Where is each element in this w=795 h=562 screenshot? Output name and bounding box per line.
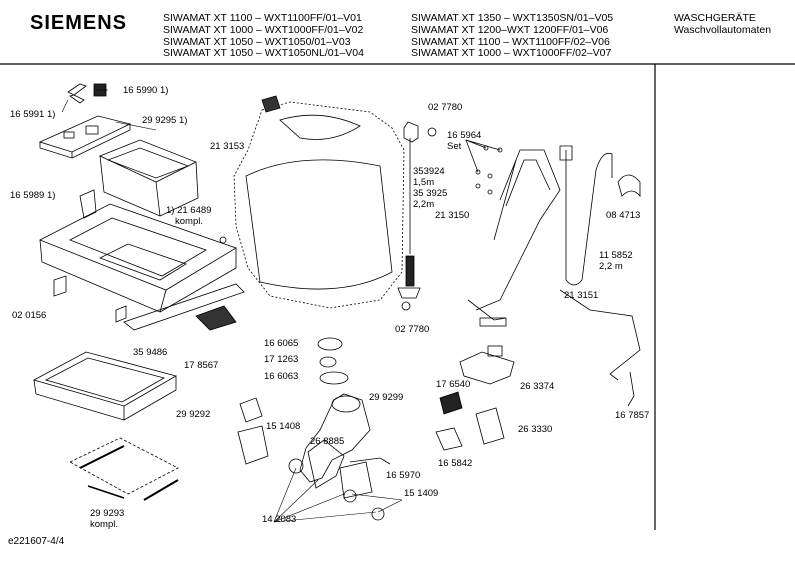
brand-logo: SIEMENS <box>30 12 128 34</box>
part-label[interactable]: 353924 <box>413 166 445 177</box>
part-label[interactable]: 16 5991 1) <box>10 109 56 120</box>
model-line: SIWAMAT XT 1050 – WXT1050/01–V03 <box>163 35 351 48</box>
part-label[interactable]: 14 2083 <box>262 514 297 525</box>
part-label[interactable]: 21 3151 <box>564 290 599 301</box>
model-line: SIWAMAT XT 1050 – WXT1050NL/01–V04 <box>163 47 364 60</box>
part-label[interactable]: 35 3925 <box>413 188 448 199</box>
part-label[interactable]: 1,5m <box>413 177 435 188</box>
part-label[interactable]: 02 0156 <box>12 310 47 321</box>
part-label[interactable]: 29 9299 <box>369 392 404 403</box>
heater-sensor-part[interactable] <box>439 391 463 415</box>
seal-ring-part[interactable] <box>317 337 349 385</box>
category-title: WASCHGERÄTE <box>674 12 756 24</box>
detergent-drawer-part[interactable] <box>38 115 132 159</box>
drawer-housing-part[interactable] <box>98 139 199 217</box>
part-label[interactable]: 21 3153 <box>210 141 245 152</box>
part-label[interactable]: Set <box>447 141 462 152</box>
part-label[interactable]: 17 1263 <box>264 354 299 365</box>
dispenser-cap-part[interactable] <box>67 83 107 104</box>
part-label[interactable]: 29 9295 1) <box>142 115 188 126</box>
hose-harness-part[interactable] <box>467 149 561 327</box>
part-label[interactable]: 15 1408 <box>266 421 301 432</box>
cover-rail-part[interactable] <box>123 283 245 331</box>
model-list-right: SIWAMAT XT 1350 – WXT1350SN/01–V05 SIWAM… <box>411 12 614 60</box>
part-label[interactable]: 29 9292 <box>176 409 211 420</box>
part-label[interactable]: 26 8885 <box>310 436 345 447</box>
model-line: SIWAMAT XT 1100 – WXT1100FF/02–V06 <box>411 35 610 48</box>
part-label[interactable]: kompl. <box>90 519 118 530</box>
valve-set-part[interactable] <box>465 139 503 195</box>
part-label[interactable]: 2,2m <box>413 199 435 210</box>
tub-assembly <box>233 95 405 309</box>
part-label[interactable]: 17 6540 <box>436 379 471 390</box>
pressure-switch-part[interactable] <box>459 345 515 385</box>
part-label[interactable]: 02 7780 <box>428 102 463 113</box>
part-label[interactable]: 21 3150 <box>435 210 470 221</box>
category-block: WASCHGERÄTE Waschvollautomaten <box>674 12 772 37</box>
model-line: SIWAMAT XT 1200–WXT 1200FF/01–V06 <box>411 23 609 36</box>
part-label[interactable]: 16 5990 1) <box>123 85 169 96</box>
model-list-left: SIWAMAT XT 1100 – WXT1100FF/01–V01 SIWAM… <box>163 12 364 60</box>
drain-pump-motor-part[interactable] <box>339 461 385 521</box>
part-label[interactable]: 16 5842 <box>438 458 473 469</box>
pump-housing-part[interactable] <box>237 397 269 465</box>
model-line: SIWAMAT XT 1000 – WXT1000FF/02–V07 <box>411 47 612 60</box>
level-relay-part[interactable] <box>475 407 505 445</box>
part-label[interactable]: 02 7780 <box>395 324 430 335</box>
top-cover-frame-part[interactable] <box>39 203 237 313</box>
part-label[interactable]: 2,2 m <box>599 261 623 272</box>
part-label[interactable]: 29 9293 <box>90 508 125 519</box>
pump-assembly[interactable] <box>288 393 371 489</box>
leader-lines <box>61 89 403 523</box>
model-line: SIWAMAT XT 1350 – WXT1350SN/01–V05 <box>411 12 614 24</box>
washer-ring-top[interactable] <box>427 127 437 137</box>
part-label[interactable]: 11 5852 <box>599 250 633 261</box>
part-label[interactable]: 16 5989 1) <box>10 190 56 201</box>
drain-pipe-part[interactable] <box>559 289 641 381</box>
drain-hose-part[interactable] <box>559 145 613 286</box>
part-label[interactable]: 35 9486 <box>133 347 168 358</box>
category-subtitle: Waschvollautomaten <box>674 23 772 36</box>
model-line: SIWAMAT XT 1000 – WXT1000FF/01–V02 <box>163 23 364 36</box>
door-seal-frame-part[interactable] <box>32 351 178 421</box>
guide-rails-part[interactable] <box>69 437 179 501</box>
part-label[interactable]: 16 6065 <box>264 338 299 349</box>
part-label[interactable]: 08 4713 <box>606 210 641 221</box>
bracket-part[interactable] <box>79 189 97 219</box>
cable-part[interactable] <box>349 457 391 465</box>
part-label[interactable]: 16 6063 <box>264 371 299 382</box>
washer-ring-bottom[interactable] <box>401 301 411 311</box>
part-label[interactable]: kompl. <box>175 216 203 227</box>
part-label[interactable]: 26 3374 <box>520 381 555 392</box>
part-label[interactable]: 15 1409 <box>404 488 439 499</box>
drain-clip-part[interactable] <box>627 371 635 407</box>
model-line: SIWAMAT XT 1100 – WXT1100FF/01–V01 <box>163 12 362 24</box>
hose-bracket-part[interactable] <box>617 174 641 198</box>
mounting-plate-part[interactable] <box>53 275 127 323</box>
part-label[interactable]: 17 8567 <box>184 360 219 371</box>
fill-hose-part[interactable] <box>397 121 421 299</box>
part-label[interactable]: 16 5964 <box>447 130 482 141</box>
part-label[interactable]: 16 7857 <box>615 410 650 421</box>
part-label[interactable]: 16 5970 <box>386 470 421 481</box>
document-id: e221607-4/4 <box>8 536 65 547</box>
part-label[interactable]: 26 3330 <box>518 424 553 435</box>
relay-connector-part[interactable] <box>435 427 463 451</box>
part-label[interactable]: 1) 21 6489 <box>166 205 212 216</box>
